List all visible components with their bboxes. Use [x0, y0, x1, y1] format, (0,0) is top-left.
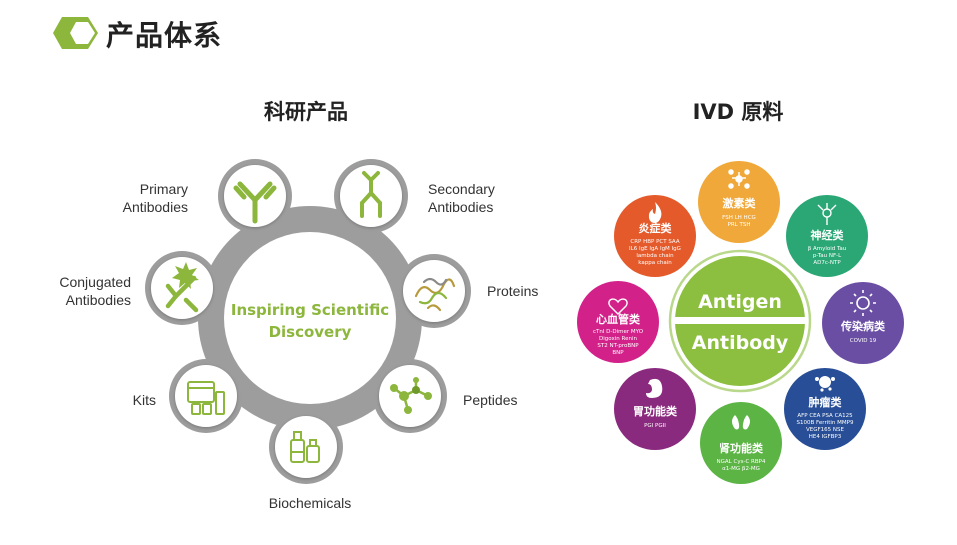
svg-text:COVID 19: COVID 19: [850, 338, 877, 344]
heart-icon: [608, 298, 628, 315]
circle-neurology: 神经类 β Amyloid Tau p-Tau NF-L AD7c-NTP: [786, 195, 868, 277]
circle-tumor: 肿瘤类 AFP CEA PSA CA125 S100B Ferritin MMP…: [784, 368, 866, 450]
svg-text:AD7c-NTP: AD7c-NTP: [813, 260, 841, 266]
svg-text:VEGF165 NSE: VEGF165 NSE: [806, 427, 845, 433]
svg-text:NGAL Cys-C RBP4: NGAL Cys-C RBP4: [717, 459, 766, 465]
svg-text:肾功能类: 肾功能类: [719, 441, 764, 455]
research-products-title: 科研产品: [264, 100, 348, 124]
label-kits: Kits: [132, 392, 156, 408]
svg-text:Digoxin Renin: Digoxin Renin: [599, 336, 637, 342]
label-peptides: Peptides: [463, 392, 518, 408]
center-text-line2: Discovery: [269, 323, 352, 341]
circle-cardiovascular: 心血管类 cTnI D-Dimer MYO Digoxin Renin ST2 …: [577, 281, 659, 363]
svg-text:S100B Ferritin MMP9: S100B Ferritin MMP9: [797, 420, 854, 426]
biochemical-bottles-icon: [290, 431, 320, 463]
svg-text:FSH LH HCG: FSH LH HCG: [722, 215, 756, 221]
svg-text:AFP CEA PSA CA125: AFP CEA PSA CA125: [797, 413, 853, 419]
tumor-cell-icon: [815, 376, 835, 392]
peptide-molecule-icon: [390, 377, 432, 414]
svg-text:ST2 NT-proBNP: ST2 NT-proBNP: [597, 343, 639, 349]
flame-icon: [648, 202, 662, 223]
virus-icon: [850, 290, 876, 316]
hexagon-logo-icon: [53, 17, 98, 49]
svg-text:传染病类: 传染病类: [840, 319, 886, 333]
conjugated-antibody-icon: [165, 262, 199, 313]
svg-text:CRP HBP PCT SAA: CRP HBP PCT SAA: [630, 239, 679, 245]
protein-icon: [414, 277, 456, 312]
stomach-icon: [646, 378, 663, 398]
circle-kidney-function: 肾功能类 NGAL Cys-C RBP4 α1-MG β2-MG: [700, 402, 782, 484]
center-disc: [224, 232, 396, 404]
svg-text:PRL TSH: PRL TSH: [728, 222, 751, 228]
svg-text:肿瘤类: 肿瘤类: [809, 395, 843, 409]
svg-text:神经类: 神经类: [811, 228, 845, 242]
svg-text:kappa chain: kappa chain: [638, 260, 672, 266]
kit-box-icon: [187, 381, 225, 415]
center-text-line1: Inspiring Scientific: [231, 301, 389, 319]
label-proteins: Proteins: [487, 283, 539, 299]
svg-text:炎症类: 炎症类: [639, 221, 673, 235]
neuron-icon: [817, 203, 837, 225]
kidney-icon: [732, 415, 750, 430]
svg-text:β Amyloid Tau: β Amyloid Tau: [808, 246, 847, 252]
svg-text:心血管类: 心血管类: [596, 312, 641, 326]
secondary-antibody-icon: [360, 171, 382, 218]
center-antigen-text: Antigen: [698, 291, 782, 313]
svg-text:BNP: BNP: [612, 350, 624, 356]
circle-stomach-function: 胃功能类 PGI PGII: [614, 368, 696, 450]
ivd-materials-diagram: Antigen Antibody 激素类 FSH LH HCG PRL TSH …: [577, 161, 904, 484]
svg-text:激素类: 激素类: [723, 196, 757, 210]
svg-text:IL6 IgE IgA IgM IgG: IL6 IgE IgA IgM IgG: [629, 246, 681, 252]
svg-text:p-Tau NF-L: p-Tau NF-L: [813, 253, 842, 259]
svg-text:PGI PGII: PGI PGII: [644, 423, 666, 429]
molecule-icon: [728, 169, 750, 189]
svg-text:lambda chain: lambda chain: [636, 253, 674, 259]
page-title: 产品体系: [106, 19, 223, 52]
center-antibody-text: Antibody: [692, 332, 789, 354]
circle-inflammation: 炎症类 CRP HBP PCT SAA IL6 IgE IgA IgM IgG …: [614, 195, 696, 277]
antigen-antibody-center: Antigen Antibody: [668, 249, 812, 393]
label-biochemicals: Biochemicals: [268, 495, 352, 511]
circle-hormones: 激素类 FSH LH HCG PRL TSH: [698, 161, 780, 243]
research-products-diagram: Inspiring Scientific Discovery: [145, 159, 471, 484]
svg-text:cTnI D-Dimer MYO: cTnI D-Dimer MYO: [593, 329, 644, 335]
ivd-materials-title: IVD 原料: [692, 100, 784, 124]
svg-text:HE4 IGFBP3: HE4 IGFBP3: [809, 434, 842, 440]
svg-text:胃功能类: 胃功能类: [633, 404, 678, 418]
antibody-icon: [233, 181, 277, 224]
svg-text:α1-MG β2-MG: α1-MG β2-MG: [722, 466, 760, 472]
circle-infectious-disease: 传染病类 COVID 19: [822, 282, 904, 364]
